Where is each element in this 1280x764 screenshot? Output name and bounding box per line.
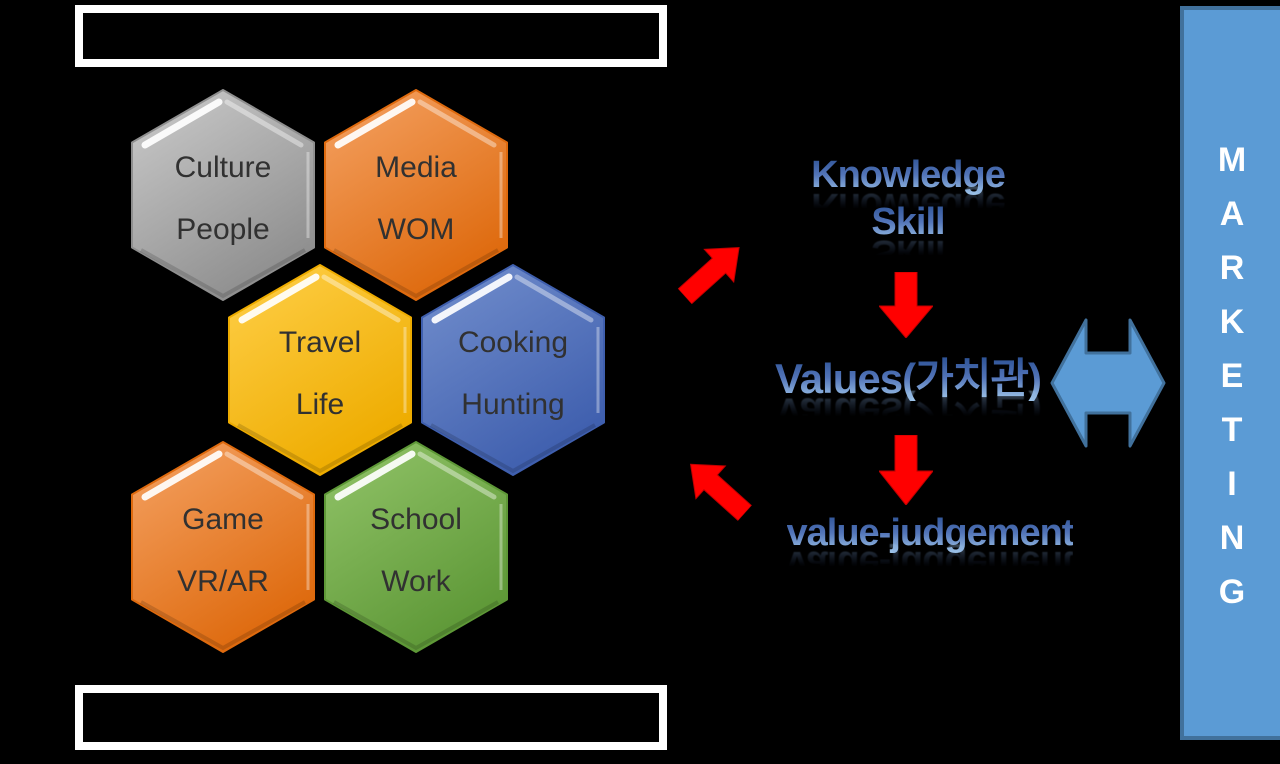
bottom-title-box — [75, 685, 667, 750]
hexagon-line1: Culture — [174, 151, 272, 184]
wordart-skill: Skill Skill — [758, 201, 1058, 275]
wordart-skill-reflection: Skill — [871, 232, 945, 275]
wordart-value-judgement-text: value-judgement — [786, 512, 1075, 554]
hexagon-line1: Travel — [278, 326, 362, 359]
banner-letter: T — [1221, 411, 1243, 449]
red-arrow-down-icon — [877, 434, 935, 510]
wordart-values: Values(가치관) Values(가치관) — [756, 355, 1060, 437]
wordart-knowledge: Knowledge Knowledge — [758, 154, 1058, 227]
banner-letter: G — [1218, 573, 1246, 611]
banner-letter: M — [1217, 141, 1247, 179]
wordart-value-judgement: value-judgement value-judgement — [760, 512, 1100, 586]
banner-letter: R — [1219, 249, 1245, 287]
hexagon-game-vrar: Game VR/AR — [129, 440, 317, 654]
hexagon-shape — [421, 264, 605, 476]
hexagon-shape — [228, 264, 412, 476]
red-arrow-down-icon — [877, 271, 935, 343]
hexagon-line1: Media — [375, 151, 457, 184]
banner-letter: A — [1219, 195, 1245, 233]
wordart-value-judgement-reflection: value-judgement — [786, 543, 1074, 586]
red-arrow-up-left-icon — [674, 443, 763, 530]
hexagon-cooking-hunting: Cooking Hunting — [419, 263, 607, 477]
hexagon-line2: Work — [381, 565, 451, 598]
hexagon-shape — [324, 89, 508, 301]
banner-letter: K — [1219, 303, 1245, 341]
wordart-knowledge-text: Knowledge — [811, 154, 1006, 196]
double-headed-arrow-icon — [1050, 316, 1166, 455]
hexagon-shape — [131, 89, 315, 301]
hexagon-media-wom: Media WOM — [322, 88, 510, 302]
hexagon-line1: Game — [182, 503, 264, 536]
hexagon-shape — [131, 441, 315, 653]
banner-letter: E — [1220, 357, 1244, 395]
hexagon-line2: WOM — [377, 213, 455, 246]
banner-letter: N — [1219, 519, 1245, 557]
top-title-box — [75, 5, 667, 67]
marketing-banner: M A R K E T I N G — [1180, 6, 1280, 740]
hexagon-school-work: School Work — [322, 440, 510, 654]
hexagon-line2: Hunting — [461, 388, 565, 421]
hexagon-line2: People — [176, 213, 270, 246]
hexagon-line1: Cooking — [457, 326, 569, 359]
hexagon-line2: Life — [295, 388, 345, 421]
hexagon-line2: VR/AR — [177, 565, 269, 598]
wordart-skill-text: Skill — [871, 201, 945, 243]
hexagon-culture-people: Culture People — [129, 88, 317, 302]
wordart-values-text: Values(가치관) — [775, 355, 1042, 402]
hexagon-line1: School — [370, 503, 462, 536]
wordart-values-reflection: Values(가치관) — [775, 389, 1041, 437]
hexagon-shape — [324, 441, 508, 653]
hexagon-travel-life: Travel Life — [226, 263, 414, 477]
banner-letter: I — [1227, 465, 1237, 503]
red-arrow-up-right-icon — [669, 230, 758, 317]
